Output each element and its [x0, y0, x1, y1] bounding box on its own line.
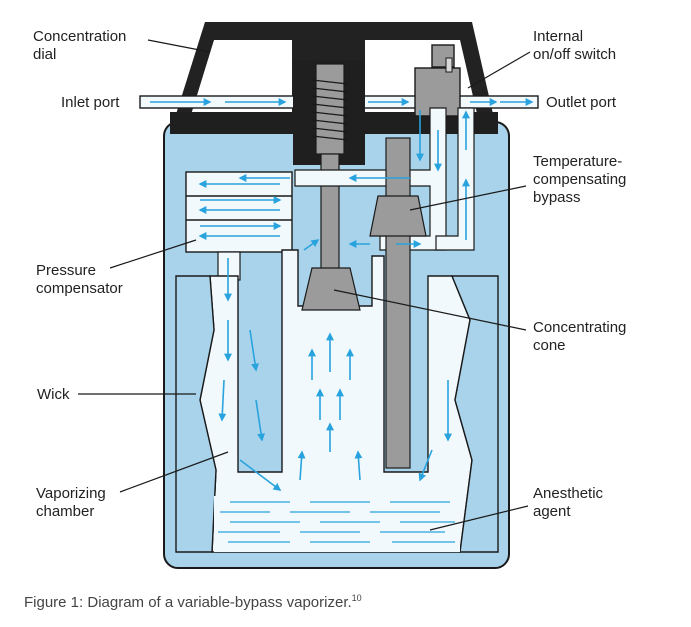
bypass-channel	[294, 107, 447, 251]
outlet-riser	[435, 107, 475, 251]
label-inlet-port: Inlet port	[61, 94, 120, 111]
concentrating-cone	[301, 267, 361, 311]
wick-left	[175, 275, 217, 553]
anesthetic-liquid	[214, 496, 460, 552]
figure-caption: Figure 1: Diagram of a variable-bypass v…	[24, 593, 362, 611]
caption-reference: 10	[351, 593, 362, 603]
dial-shaft	[315, 63, 345, 155]
label-outlet-port: Outlet port	[546, 94, 617, 111]
flow-arrows	[150, 98, 534, 491]
switch-stem	[445, 57, 453, 73]
liquid-lines	[218, 501, 455, 543]
temperature-bypass-valve	[369, 195, 427, 237]
leader-lines	[78, 39, 531, 531]
caption-text: Figure 1: Diagram of a variable-bypass v…	[24, 594, 352, 611]
label-wick: Wick	[37, 386, 70, 403]
wick-right	[450, 275, 499, 553]
shaft-threads	[311, 79, 349, 141]
